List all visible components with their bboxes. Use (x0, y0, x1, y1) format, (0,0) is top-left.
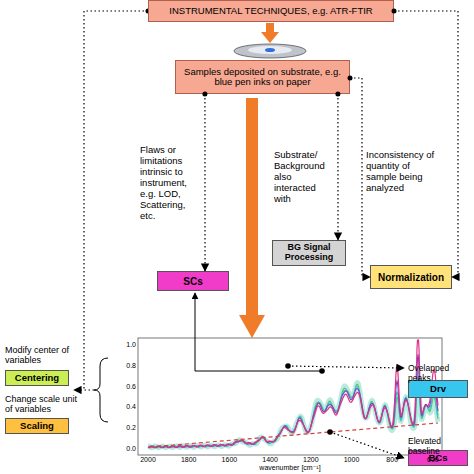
flow-arrow (261, 23, 279, 43)
edge-label: Inconsistency of quantity of sample bein… (366, 150, 438, 194)
axis-tick: 1200 (297, 456, 325, 464)
node-text: BG Signal Processing (276, 243, 342, 263)
node-text: SCs (183, 276, 202, 287)
axis-tick: 800 (378, 456, 406, 464)
node-text: Samples deposited on substrate, e.g. blu… (179, 67, 346, 88)
chart-frame (138, 338, 442, 455)
process-box: INSTRUMENTAL TECHNIQUES, e.g. ATR-FTIR (148, 0, 394, 22)
axis-tick: 2000 (134, 456, 162, 464)
leader-dot (319, 368, 325, 374)
annotation: Modify center of variables (5, 345, 80, 366)
ink-spot (265, 48, 275, 52)
axis-tick: 1.0 (116, 341, 136, 349)
node-text: Centering (15, 373, 59, 383)
axis-tick: 0.0 (116, 445, 136, 453)
axis-tick: 0.4 (116, 403, 136, 411)
bracket (94, 358, 108, 422)
method-box: Scaling (5, 418, 69, 434)
axis-tick: 1000 (338, 456, 366, 464)
node-text: Drv (430, 384, 446, 394)
leader-dot (285, 363, 291, 369)
axis-tick: 1800 (175, 456, 203, 464)
axis-tick: 1600 (215, 456, 243, 464)
annotation: Change scale unit of variables (5, 394, 80, 415)
axis-tick: 600 (419, 456, 447, 464)
process-box: Samples deposited on substrate, e.g. blu… (175, 60, 350, 94)
leader-line (288, 366, 404, 368)
dotted-connector (337, 94, 338, 240)
axis-title: wavenumber [cm⁻¹] (230, 464, 350, 472)
annotation: Ovelapped peaks (408, 364, 474, 384)
axis-tick: 0.6 (116, 383, 136, 391)
axis-tick: 0.2 (116, 424, 136, 432)
sample-disk (248, 46, 292, 54)
sample-disk (234, 44, 306, 58)
method-box: Normalization (370, 265, 452, 289)
axis-tick: 0.8 (116, 362, 136, 370)
baseline-line (150, 423, 438, 447)
dotted-connector (394, 11, 458, 277)
flow-arrow (239, 98, 265, 338)
node-text: INSTRUMENTAL TECHNIQUES, e.g. ATR-FTIR (169, 6, 372, 16)
annotation: Elevated baseline (408, 437, 474, 457)
method-box: BG Signal Processing (272, 240, 346, 266)
spectrum-curve (148, 340, 438, 448)
method-box: SCs (157, 271, 229, 291)
node-text: Normalization (378, 272, 444, 283)
leader-line (195, 293, 322, 371)
axis-tick: 1400 (256, 456, 284, 464)
edge-label: Flaws or limitations intrinsic to instru… (140, 145, 200, 221)
leader-dot (327, 429, 333, 435)
leader-line (74, 389, 94, 390)
leader-line (330, 432, 404, 458)
leader-line (84, 11, 148, 390)
method-box: Centering (5, 370, 69, 386)
node-text: Scaling (20, 421, 54, 431)
dotted-connector (204, 94, 205, 271)
edge-label: Substrate/ Background also interacted wi… (274, 150, 334, 205)
